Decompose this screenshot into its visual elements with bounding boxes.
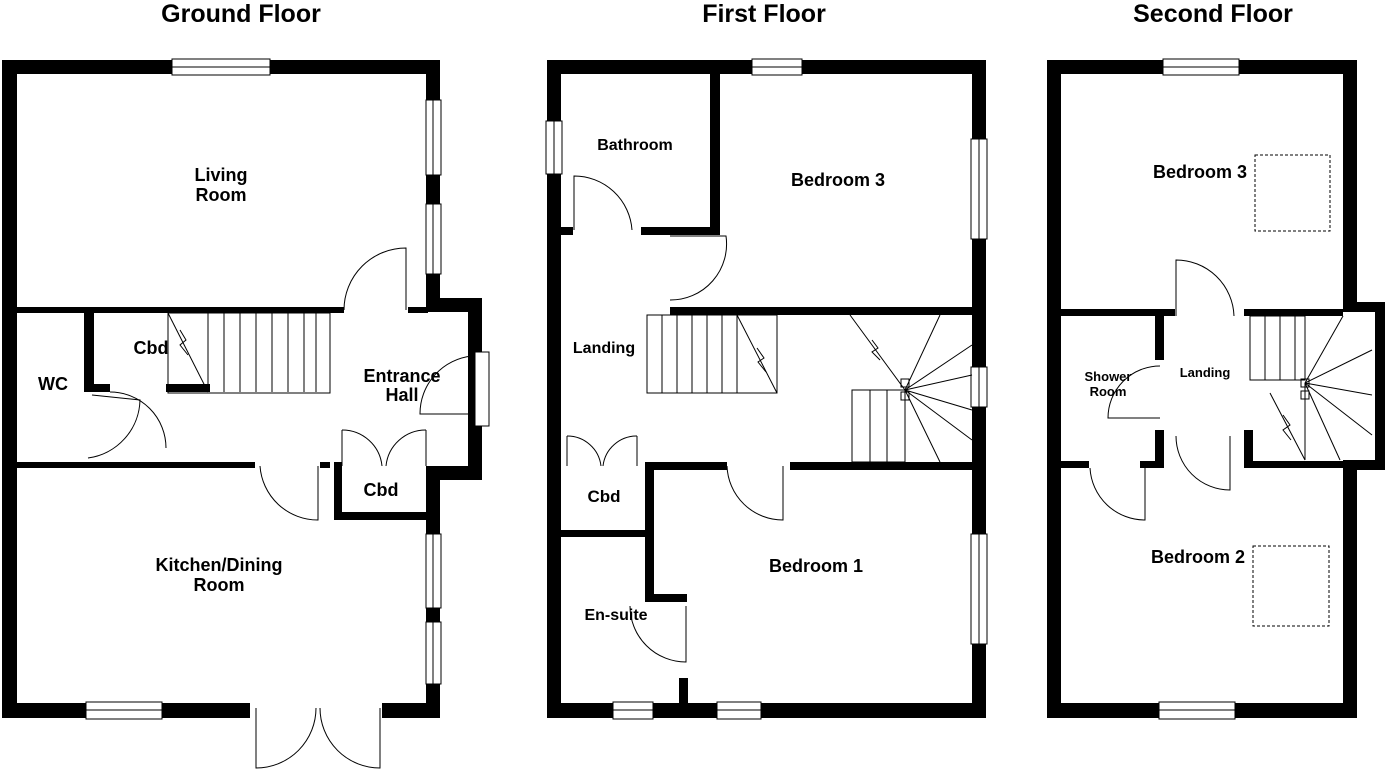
- skylight: [1254, 154, 1331, 232]
- room-label: Entrance: [363, 366, 440, 386]
- wall: [1244, 309, 1343, 316]
- winding-staircase: [849, 314, 973, 463]
- room-label: Landing: [573, 340, 635, 357]
- room-label: Room: [194, 575, 245, 595]
- first-floor-plan: First Floor: [545, 0, 988, 720]
- wall: [1061, 461, 1089, 468]
- cupboard-doors: [566, 435, 638, 467]
- wall: [547, 703, 986, 718]
- room-label: Bedroom 3: [1153, 162, 1247, 182]
- door-swing: [726, 465, 784, 521]
- room-label: Bedroom 2: [1151, 547, 1245, 567]
- door-swing: [87, 394, 141, 459]
- wall: [1343, 460, 1357, 718]
- wall: [641, 227, 720, 235]
- wall: [645, 462, 727, 470]
- wall: [645, 594, 687, 602]
- room-label: Cbd: [587, 487, 620, 506]
- door-swing: [1089, 467, 1146, 521]
- door-swing: [1175, 259, 1235, 317]
- wall: [645, 462, 654, 602]
- wall: [17, 307, 344, 313]
- room-label: Room: [1090, 384, 1127, 399]
- room-label: Living: [195, 165, 248, 185]
- wall: [1375, 302, 1385, 470]
- wall: [561, 227, 573, 235]
- wall: [166, 384, 210, 392]
- ground-floor-title: Ground Floor: [161, 0, 321, 28]
- door-swing: [669, 235, 728, 301]
- wall: [1155, 316, 1164, 360]
- staircase: [646, 314, 778, 394]
- wall: [1155, 430, 1164, 468]
- room-label: Kitchen/Dining: [156, 555, 283, 575]
- skylight: [1252, 545, 1330, 627]
- wall: [679, 678, 688, 708]
- room-label: Bedroom 3: [791, 170, 885, 190]
- door-swing: [1107, 365, 1161, 419]
- second-floor-plan: Second Floor: [1047, 0, 1385, 720]
- room-label: Landing: [1180, 365, 1231, 380]
- wall: [561, 530, 654, 537]
- wall: [670, 307, 972, 315]
- wall: [84, 313, 94, 391]
- wall: [1061, 309, 1175, 316]
- room-label: Hall: [385, 385, 418, 405]
- wall: [1343, 60, 1357, 310]
- room-label: Shower: [1085, 369, 1132, 384]
- wall: [1244, 461, 1343, 468]
- door-swing: [1175, 435, 1231, 491]
- door-swing: [109, 391, 167, 449]
- first-floor-title: First Floor: [702, 0, 826, 28]
- wall: [382, 703, 440, 718]
- door-swing: [259, 465, 319, 521]
- room-label: Room: [196, 185, 247, 205]
- wall: [1047, 60, 1061, 718]
- room-label: Cbd: [134, 338, 169, 358]
- winding-staircase: [1249, 315, 1373, 461]
- cupboard-doors: [341, 429, 427, 467]
- wall: [334, 462, 342, 520]
- wall: [2, 60, 17, 718]
- wall: [710, 74, 720, 234]
- wall: [320, 462, 330, 468]
- door-swing: [419, 355, 473, 415]
- wall: [408, 307, 428, 313]
- wall: [1244, 430, 1253, 468]
- wall: [334, 512, 428, 520]
- door-swing: [573, 175, 633, 231]
- staircase: [167, 312, 331, 394]
- wall: [790, 462, 972, 470]
- wall: [84, 384, 110, 392]
- wall: [1343, 460, 1385, 470]
- french-doors: [255, 707, 381, 769]
- wall: [547, 60, 561, 718]
- wall: [17, 462, 255, 468]
- front-door-window: [474, 351, 490, 427]
- door-swing: [343, 247, 407, 311]
- room-label: Bathroom: [597, 137, 673, 154]
- wall: [1140, 461, 1164, 468]
- ground-floor-plan: Ground Floor: [2, 0, 490, 769]
- room-label: Bedroom 1: [769, 556, 863, 576]
- room-label: WC: [38, 374, 68, 394]
- room-label: Cbd: [364, 480, 399, 500]
- door-swing: [629, 605, 687, 663]
- second-floor-title: Second Floor: [1133, 0, 1293, 28]
- room-label: En-suite: [584, 607, 647, 624]
- wall: [1343, 302, 1385, 312]
